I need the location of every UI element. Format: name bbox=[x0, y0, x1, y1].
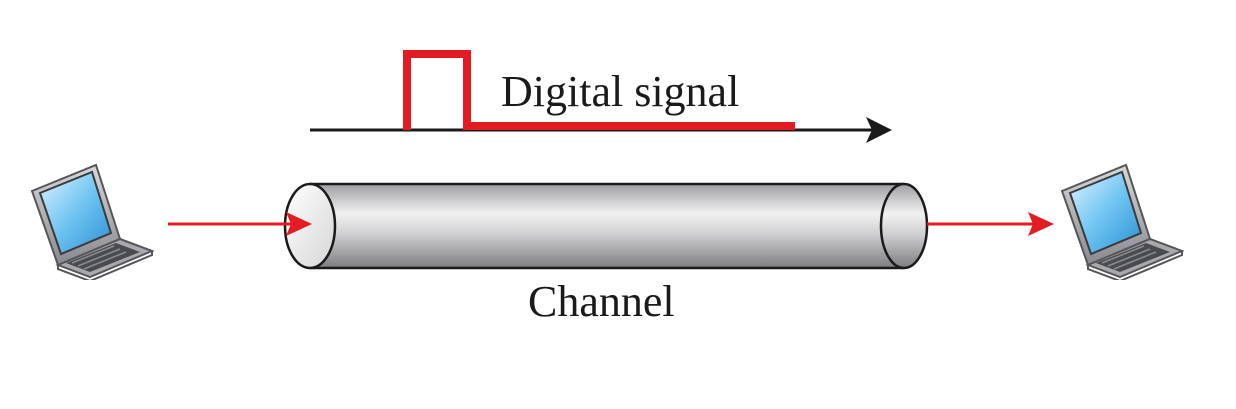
digital-signal-label: Digital signal bbox=[501, 67, 740, 116]
output-arrowhead bbox=[1028, 212, 1054, 236]
signal-axis-arrowhead bbox=[866, 117, 892, 143]
receiver-laptop-icon bbox=[1060, 163, 1184, 280]
input-arrowhead bbox=[286, 212, 312, 236]
channel-label: Channel bbox=[528, 277, 675, 326]
sender-laptop-icon bbox=[30, 163, 154, 280]
digital-signal-waveform bbox=[403, 50, 795, 130]
channel-cable bbox=[283, 182, 929, 270]
